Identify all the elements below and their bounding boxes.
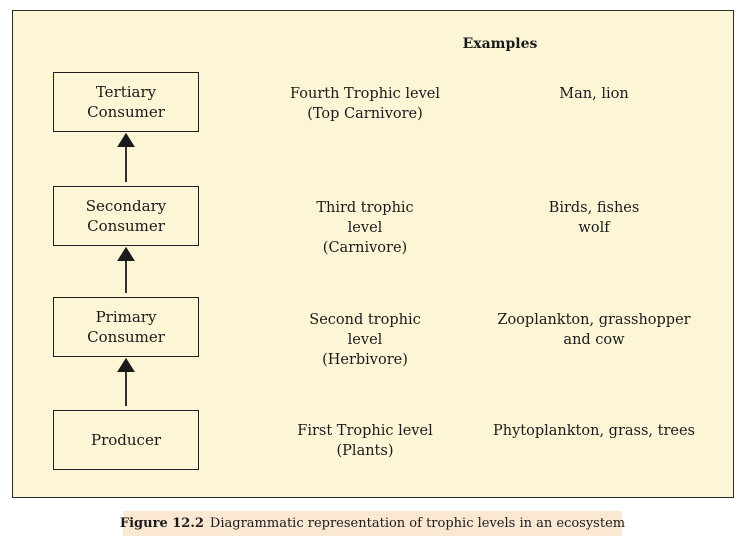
examples-column-header: Examples <box>462 36 538 52</box>
box-secondary-consumer: Secondary Consumer <box>53 186 199 246</box>
examples-producer: Phytoplankton, grass, trees <box>493 423 695 439</box>
caption-background <box>123 511 622 536</box>
level-tertiary: Fourth Trophic level (Top Carnivore) <box>290 86 440 122</box>
examples-tertiary: Man, lion <box>559 86 629 102</box>
caption-text: Diagrammatic representation of trophic l… <box>209 516 626 531</box>
caption-label: Figure 12.2 <box>119 516 204 531</box>
examples-primary: Zooplankton, grasshopper and cow <box>497 312 691 348</box>
box-primary-consumer: Primary Consumer <box>53 297 199 357</box>
examples-secondary: Birds, fishes wolf <box>548 200 640 236</box>
level-secondary: Third trophic level (Carnivore) <box>316 200 414 256</box>
level-primary: Second trophic level (Herbivore) <box>309 312 421 368</box>
level-producer: First Trophic level (Plants) <box>297 423 433 459</box>
figure-caption: Figure 12.2 Diagrammatic representation … <box>119 511 626 536</box>
box-producer: Producer <box>53 410 199 470</box>
box-tertiary-consumer: Tertiary Consumer <box>53 72 199 132</box>
